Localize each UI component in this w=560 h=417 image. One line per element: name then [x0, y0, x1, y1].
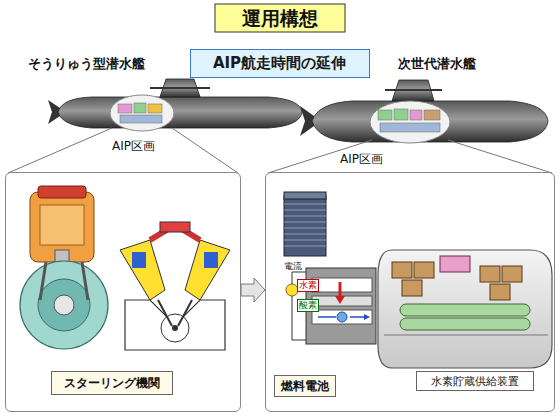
panel-caption: 燃料電池 [274, 375, 336, 397]
diagram-title: 運用構想 [215, 4, 345, 32]
section-label: AIP区画 [340, 153, 383, 165]
gas-label: 水素 [297, 279, 319, 292]
title-box [215, 4, 345, 32]
stirling-engine-cylinder [20, 186, 108, 349]
submarine-name: そうりゅう型潜水艦 [28, 57, 145, 70]
next-gen-submarine [300, 80, 548, 143]
block-arrow [241, 278, 265, 302]
stirling-engine-schematic [120, 222, 230, 350]
stirling-panel: スターリング機関 [5, 172, 241, 412]
part-caption: 水素貯蔵供給装置 [416, 371, 534, 391]
goal-box: AIP航走時間の延伸 [190, 49, 370, 78]
fuel-cell-schematic [286, 268, 376, 344]
submarine-name: 次世代潜水艦 [398, 57, 476, 70]
fuel-cell-stack [284, 192, 326, 256]
soryu-submarine [48, 79, 302, 131]
goal-text: AIP航走時間の延伸 [191, 50, 368, 76]
leader-lines [8, 128, 552, 173]
signal-label: 電流 [284, 262, 302, 271]
gas-label: 酸素 [297, 299, 319, 312]
section-label: AIP区画 [112, 140, 155, 152]
fuel-cell-panel: 燃料電池 水素貯蔵供給装置 [265, 172, 555, 412]
panel-caption: スターリング機関 [51, 371, 173, 395]
hydrogen-storage-unit [378, 250, 552, 368]
